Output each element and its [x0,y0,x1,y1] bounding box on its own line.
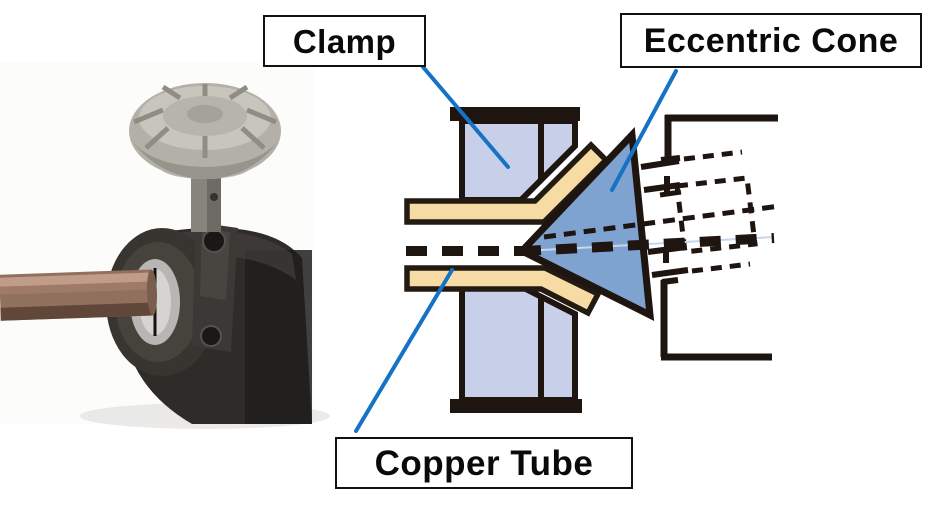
photo-copper-tube [0,269,158,321]
photo-copper-tube-shadow [0,302,153,321]
knob-hub [187,105,223,123]
centerlines [406,233,775,256]
diagram-cross-section [404,107,781,413]
photo-copper-tube-highlight [0,272,152,287]
hidden-thread-lower [691,261,751,274]
diagram-clamp-top [450,107,580,203]
clamp-bottom-bar [450,399,582,413]
label-copper-tube: Copper Tube [335,437,633,489]
knob-ribs [133,84,277,158]
photo-copper-tube-mid [0,281,152,295]
thread-line-4 [651,267,689,278]
tool-body-shade [245,250,312,424]
yoke-bolt-top [202,229,226,253]
hidden-thread-upper [683,149,743,162]
leader-copper-tube [354,268,454,433]
hidden-screw-end [674,175,758,255]
leader-eccentric-cone [610,69,678,192]
bracket-bottom-stub-foot [661,277,679,285]
leader-lines [354,65,678,433]
tube-lower-wall [404,265,602,317]
leader-clamp [421,65,510,169]
photo-flaring-tool [0,62,330,429]
thread-line-1 [640,158,680,170]
clamp-top-bar [450,107,580,121]
label-copper-tube-text: Copper Tube [374,443,594,483]
yoke-bracket [640,114,778,361]
photo-copper-tube-end [146,269,158,316]
label-eccentric-cone-text: Eccentric Cone [643,21,899,60]
centerline-right [523,233,775,256]
stem-hole [210,193,218,201]
yoke-bolt-bottom [200,325,222,347]
hidden-screw [543,149,781,274]
knob-rim-scallop [131,140,279,179]
label-eccentric-cone: Eccentric Cone [620,13,922,68]
label-clamp: Clamp [263,15,426,67]
label-clamp-text: Clamp [292,22,397,60]
thread-line-2 [643,182,681,193]
handwheel-knob [129,83,281,179]
